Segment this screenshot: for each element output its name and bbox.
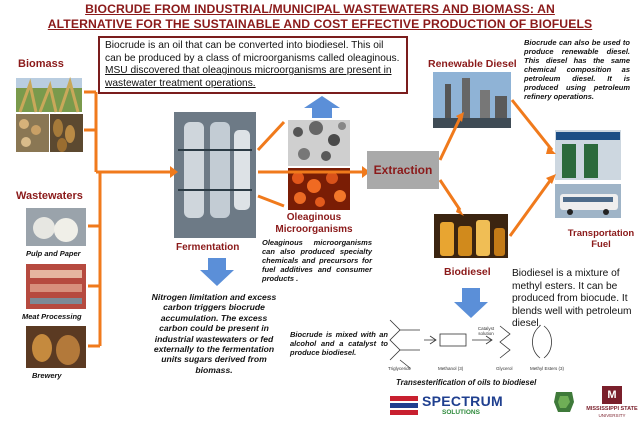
renewable-diesel-label: Renewable Diesel bbox=[428, 58, 517, 70]
biodiesel-label: Biodiesel bbox=[444, 266, 491, 278]
intro-text: Biocrude is an oil that can be converted… bbox=[105, 40, 400, 64]
poster-title-line2: ALTERNATIVE FOR THE SUSTAINABLE AND COST… bbox=[47, 17, 593, 31]
reaction-catalyst: Catalyst solution bbox=[477, 326, 495, 336]
fuel-pump-photo bbox=[555, 130, 621, 180]
pulp-paper-caption: Pulp and Paper bbox=[26, 249, 81, 258]
flow-arrowheads bbox=[170, 112, 556, 216]
reaction-methanol: Methanol (3) bbox=[438, 366, 464, 371]
biodiesel-photo bbox=[434, 214, 508, 258]
flow-connectors bbox=[84, 90, 554, 348]
spectrum-subtitle: SOLUTIONS bbox=[442, 409, 480, 416]
map-logo bbox=[552, 390, 576, 414]
biomass-photo-grasses bbox=[16, 76, 82, 113]
brewery-caption: Brewery bbox=[32, 371, 62, 380]
biocrude-mix-note: Biocrude is mixed with an alcohol and a … bbox=[290, 330, 388, 357]
fermentation-photo bbox=[174, 112, 256, 238]
state-map-icon bbox=[554, 392, 574, 412]
transesterification-caption: Transesterification of oils to biodiesel bbox=[396, 378, 537, 387]
msu-logo: M MISSISSIPPI STATE UNIVERSITY bbox=[586, 386, 638, 424]
refinery-photo bbox=[433, 72, 511, 128]
renewable-diesel-note: Biocrude can also be used to produce ren… bbox=[524, 38, 630, 101]
msu-name: MISSISSIPPI STATE bbox=[586, 406, 638, 412]
up-arrow-micro bbox=[304, 96, 340, 118]
msu-sub: UNIVERSITY bbox=[598, 413, 626, 418]
microscopy-photo bbox=[288, 120, 350, 166]
oleaginous-note: Oleaginous microorganisms can also produ… bbox=[262, 238, 372, 283]
down-arrow-fermentation bbox=[200, 258, 234, 286]
pulp-paper-photo bbox=[26, 208, 86, 246]
meat-processing-photo bbox=[26, 264, 86, 309]
poster-title-line1: BIOCRUDE FROM INDUSTRIAL/MUNICIPAL WASTE… bbox=[85, 2, 555, 16]
reaction-methyl-esters: Methyl Esters (3) bbox=[530, 366, 565, 371]
biodiesel-description: Biodiesel is a mixture of methyl esters.… bbox=[512, 268, 632, 330]
reaction-triglyceride: Triglyceride bbox=[388, 366, 412, 371]
spectrum-wordmark: SPECTRUM bbox=[422, 393, 503, 409]
micro-bracket bbox=[256, 120, 286, 208]
extraction-box: Extraction bbox=[367, 151, 439, 189]
intro-msu-finding: MSU discovered that oleaginous microorga… bbox=[105, 65, 392, 89]
reaction-glycerol: Glycerol bbox=[496, 366, 513, 371]
oleaginous-label: Oleaginous Microorganisms bbox=[275, 212, 353, 235]
down-arrow-biodiesel bbox=[454, 288, 488, 318]
transportation-fuel-label: Transportation Fuel bbox=[567, 228, 635, 250]
flag-icon bbox=[390, 396, 418, 415]
extraction-label: Extraction bbox=[373, 163, 433, 177]
meat-processing-caption: Meat Processing bbox=[22, 312, 82, 321]
fermentation-label: Fermentation bbox=[176, 242, 240, 253]
biomass-photo-logs bbox=[16, 114, 83, 152]
transesterification-reaction bbox=[389, 319, 552, 369]
bus-photo bbox=[555, 184, 621, 218]
biomass-label: Biomass bbox=[18, 58, 64, 70]
oil-cells-photo bbox=[288, 168, 350, 210]
nitrogen-note: Nitrogen limitation and excess carbon tr… bbox=[151, 292, 277, 375]
wastewaters-label: Wastewaters bbox=[16, 190, 83, 202]
brewery-photo bbox=[26, 326, 86, 368]
intro-box: Biocrude is an oil that can be converted… bbox=[98, 36, 408, 94]
spectrum-logo: SPECTRUM SOLUTIONS bbox=[390, 390, 508, 422]
msu-shield-icon: M bbox=[602, 386, 622, 404]
